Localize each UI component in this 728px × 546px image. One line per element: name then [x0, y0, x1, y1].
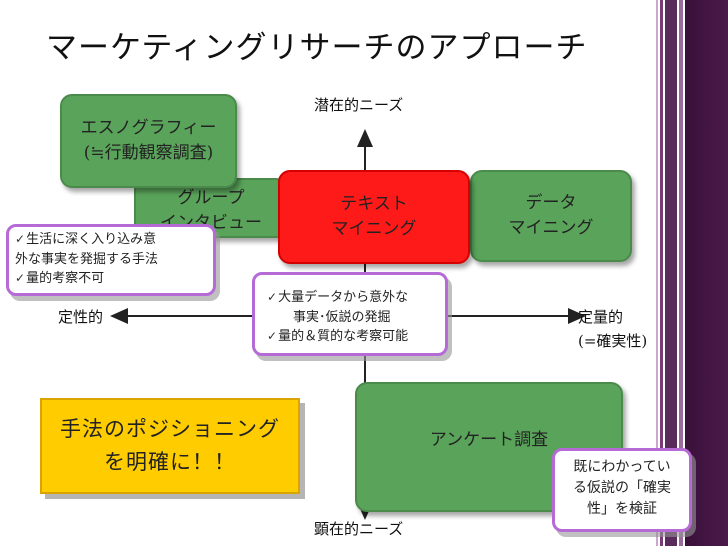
data-mining-line2: マイニング	[508, 218, 594, 238]
ethnography-line1: エスノグラフィー	[80, 118, 217, 139]
slide-title: マーケティングリサーチのアプローチ	[46, 30, 588, 66]
decor-stripe-1	[656, 0, 658, 546]
text-mining-callout-line3: 量的＆質的な考察可能	[278, 329, 409, 344]
key-message-line2: を明確に！！	[104, 450, 236, 474]
text-mining-callout-line1: 大量データから意外な	[278, 290, 409, 305]
axis-left-label: 定性的	[58, 308, 104, 326]
data-mining-box: データ マイニング	[470, 170, 632, 262]
ethnography-callout-line1: 生活に深く入り込み意	[26, 232, 157, 247]
data-mining-line1: データ	[525, 193, 577, 214]
decor-stripe-3	[665, 0, 677, 546]
survey-callout-line3: 性」を検証	[587, 501, 657, 517]
key-message-box: 手法のポジショニング を明確に！！	[40, 398, 300, 494]
ethnography-line2: (≒行動観察調査)	[83, 143, 214, 163]
survey-callout-line1: 既にわかってい	[573, 459, 671, 475]
ethnography-box: エスノグラフィー (≒行動観察調査)	[60, 94, 237, 188]
axis-right-label: 定量的	[578, 308, 624, 326]
group-interview-line1: グループ	[177, 188, 245, 208]
text-mining-line1: テキスト	[340, 194, 408, 215]
ethnography-callout-line3: 量的考察不可	[26, 271, 105, 286]
decor-stripe-4	[679, 0, 683, 546]
text-mining-box: テキスト マイニング	[278, 170, 470, 264]
decor-stripe-5	[685, 0, 728, 546]
axis-top-label: 潜在的ニーズ	[314, 96, 404, 114]
ethnography-callout-line2: 外な事実を発掘する手法	[15, 251, 159, 267]
key-message-line1: 手法のポジショニング	[60, 417, 280, 442]
decor-stripe-2	[660, 0, 663, 546]
text-mining-callout: ✓大量データから意外な 事実･仮説の発掘 ✓量的＆質的な考察可能	[252, 272, 448, 356]
ethnography-callout: ✓生活に深く入り込み意 外な事実を発掘する手法 ✓量的考察不可	[6, 224, 216, 296]
survey-callout-line2: る仮説の「確実	[573, 480, 671, 496]
text-mining-callout-line2: 事実･仮説の発掘	[293, 309, 391, 325]
survey-callout: 既にわかってい る仮説の「確実 性」を検証	[552, 448, 692, 532]
survey-label: アンケート調査	[429, 430, 549, 450]
text-mining-line2: マイニング	[331, 219, 417, 239]
axis-bottom-label: 顕在的ニーズ	[314, 520, 404, 538]
axis-right-sublabel: (=確実性)	[578, 332, 648, 350]
